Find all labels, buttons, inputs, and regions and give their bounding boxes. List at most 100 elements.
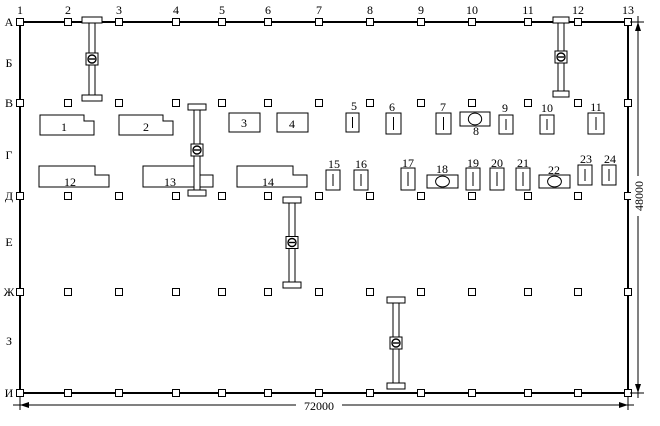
equipment-item-7: 7 (435, 100, 452, 135)
building-column (172, 18, 180, 26)
building-column (172, 288, 180, 296)
crane-end-beam-bottom (282, 281, 302, 289)
cranes (81, 16, 570, 390)
equipment-label: 21 (517, 156, 529, 170)
axis-column-label: 7 (316, 3, 322, 17)
axis-row-label: Ж (4, 285, 15, 299)
machine-rotor (467, 112, 483, 126)
axis-column-label: 4 (173, 3, 179, 17)
building-column (574, 99, 582, 107)
building-column (524, 99, 532, 107)
building-column (315, 389, 323, 397)
building-column (524, 192, 532, 200)
building-column (115, 99, 123, 107)
axis-column-label: 13 (622, 3, 634, 17)
equipment-label: 1 (61, 120, 67, 134)
equipment-label: 20 (491, 156, 503, 170)
building-column (16, 389, 24, 397)
equipment-label: 5 (351, 99, 357, 113)
jib-crane-3 (187, 103, 207, 197)
axis-column-label: 6 (265, 3, 271, 17)
height-dimension-text: 48000 (632, 181, 646, 211)
equipment-label: 19 (467, 156, 479, 170)
equipment-label: 12 (64, 175, 76, 189)
building-column (524, 288, 532, 296)
axis-column-label: 10 (466, 3, 478, 17)
workbench-shape (236, 165, 308, 188)
crane-end-beam-bottom (552, 90, 570, 98)
building-column (366, 389, 374, 397)
equipment-item-2: 2 (118, 114, 174, 136)
building-column (315, 18, 323, 26)
building-column (574, 288, 582, 296)
building-column (315, 192, 323, 200)
columns (16, 18, 632, 397)
axis-column-label: 1 (17, 3, 23, 17)
equipment-item-3: 3 (228, 112, 261, 133)
equipment-box (276, 112, 309, 133)
building-column (264, 288, 272, 296)
equipment-label: 16 (355, 157, 367, 171)
equipment-label: 24 (604, 152, 616, 166)
building-column (115, 192, 123, 200)
axis-row-label: А (5, 15, 14, 29)
building-column (468, 389, 476, 397)
equipment-item-5: 5 (345, 99, 360, 133)
equipment-item-1: 1 (39, 114, 95, 136)
building-column (64, 288, 72, 296)
building-column (218, 192, 226, 200)
equipment-item-18: 18 (426, 162, 459, 189)
equipment-item-17: 17 (400, 156, 416, 191)
equipment-label: 14 (262, 175, 274, 189)
building-column (218, 18, 226, 26)
equipment-label: 18 (436, 162, 448, 176)
building-column (366, 99, 374, 107)
equipment-item-23: 23 (577, 152, 593, 186)
axis-row-label: Б (6, 56, 13, 70)
building-column (64, 18, 72, 26)
equipment-item-6: 6 (385, 100, 402, 135)
building-column (218, 99, 226, 107)
building-column (574, 389, 582, 397)
building-column (172, 389, 180, 397)
building-column (115, 389, 123, 397)
equipment-item-12: 12 (38, 165, 110, 189)
equipment-item-16: 16 (353, 157, 369, 191)
equipment-item-22: 22 (538, 163, 571, 189)
building-column (468, 192, 476, 200)
building-column (16, 99, 24, 107)
building-column (264, 192, 272, 200)
building-column (264, 18, 272, 26)
crane-end-beam-bottom (187, 189, 207, 197)
crane-end-beam-top (386, 296, 406, 304)
axis-column-label: 8 (367, 3, 373, 17)
building-column (366, 192, 374, 200)
building-column (366, 288, 374, 296)
equipment-box (228, 112, 261, 133)
building-column (264, 99, 272, 107)
jib-crane-5 (386, 296, 406, 390)
equipment-item-20: 20 (489, 156, 505, 191)
axis-column-label: 2 (65, 3, 71, 17)
building-column (524, 389, 532, 397)
workbench-shape (118, 114, 174, 136)
building-column (64, 192, 72, 200)
building-column (366, 18, 374, 26)
jib-crane-1 (81, 16, 103, 102)
building-column (218, 389, 226, 397)
axis-column-label: 3 (116, 3, 122, 17)
crane-end-beam-top (282, 196, 302, 204)
workbench-shape (142, 165, 214, 188)
building-column (315, 288, 323, 296)
crane-end-beam-bottom (81, 94, 103, 102)
building-column (16, 288, 24, 296)
axis-row-label: В (5, 96, 13, 110)
equipment-item-14: 14 (236, 165, 308, 189)
building-column (16, 192, 24, 200)
equipment-label: 11 (590, 100, 602, 114)
building-column (624, 99, 632, 107)
crane-end-beam-bottom (386, 382, 406, 390)
equipment-label: 23 (580, 152, 592, 166)
